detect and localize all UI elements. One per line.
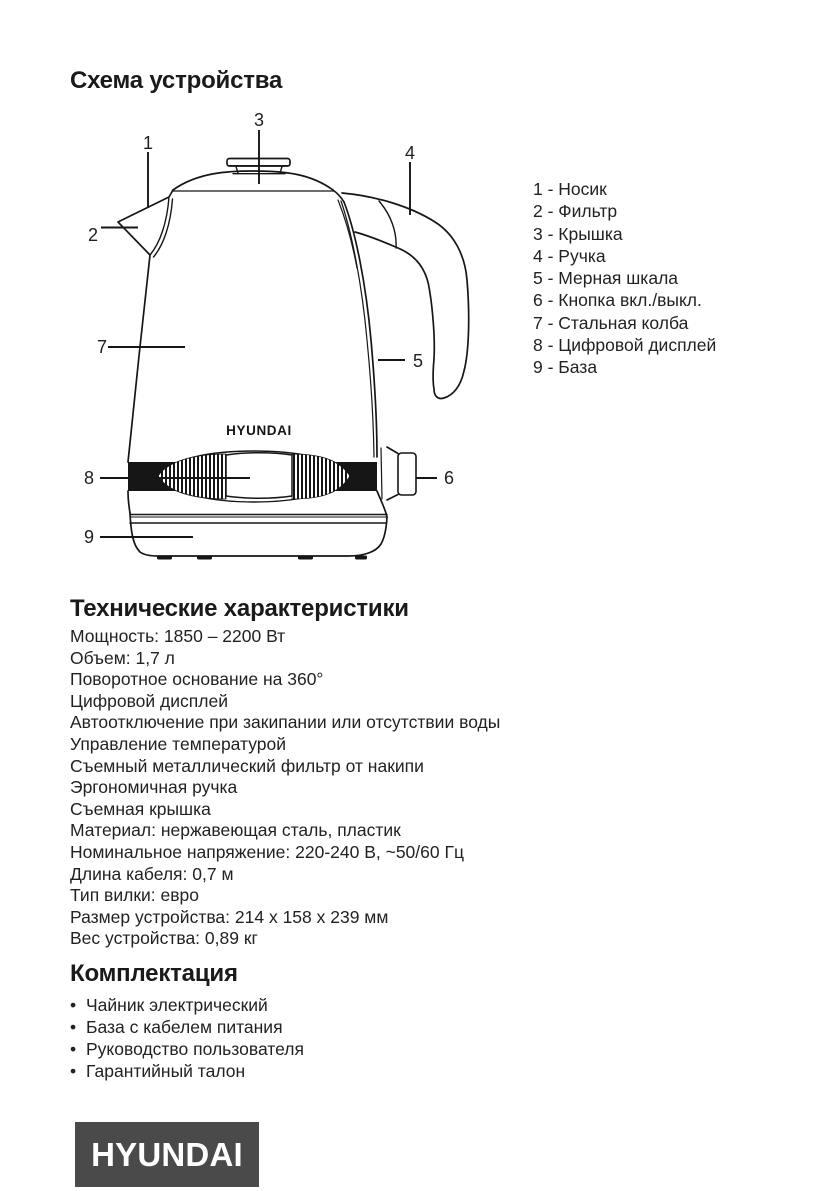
kettle-power-button <box>397 452 417 496</box>
kettle-feet <box>157 555 367 560</box>
spec-line: Материал: нержавеющая сталь, пластик <box>70 820 401 841</box>
callout-numbers: 1 2 3 4 5 6 7 8 9 <box>84 110 454 547</box>
page-title-scheme: Схема устройства <box>70 67 283 94</box>
legend-item: 7 - Стальная колба <box>533 312 689 333</box>
package-item: • Руководство пользователя <box>70 1038 304 1060</box>
callout-8: 8 <box>84 468 94 488</box>
package-item-label: Руководство пользователя <box>86 1039 304 1059</box>
kettle-handle <box>341 192 470 400</box>
kettle-base <box>129 512 388 557</box>
legend-item: 2 - Фильтр <box>533 201 618 222</box>
spec-line: Объем: 1,7 л <box>70 647 175 668</box>
callout-7: 7 <box>97 337 107 357</box>
section-title-specs: Технические характеристики <box>70 595 409 622</box>
bullet-marker: • <box>70 1061 77 1081</box>
spec-line: Автоотключение при закипании или отсутст… <box>70 712 501 733</box>
spec-line: Съемная крышка <box>70 798 211 819</box>
kettle-brand-label: HYUNDAI <box>226 423 292 438</box>
kettle-diagram: HYUNDAI 1 2 3 4 5 6 7 8 9 <box>84 110 470 560</box>
spec-line: Эргономичная ручка <box>70 777 238 798</box>
spec-line: Мощность: 1850 – 2200 Вт <box>70 626 286 646</box>
callout-lines <box>100 130 437 538</box>
kettle-power-button-stem <box>386 446 399 501</box>
spec-line: Поворотное основание на 360° <box>70 669 324 690</box>
kettle-lid-dome <box>172 170 334 191</box>
bullet-marker: • <box>70 1039 77 1059</box>
bullet-marker: • <box>70 995 77 1015</box>
hyundai-logo-text: HYUNDAI <box>91 1135 243 1173</box>
bullet-marker: • <box>70 1017 77 1037</box>
callout-1: 1 <box>143 133 153 153</box>
diagram-legend: 1 - Носик 2 - Фильтр 3 - Крышка 4 - Ручк… <box>533 178 716 379</box>
kettle-display-band <box>128 450 377 503</box>
callout-6: 6 <box>444 468 454 488</box>
legend-item: 3 - Крышка <box>533 223 623 244</box>
spec-line: Вес устройства: 0,89 кг <box>70 928 258 949</box>
callout-4: 4 <box>405 143 415 163</box>
callout-3: 3 <box>254 110 264 130</box>
callout-2: 2 <box>88 225 98 245</box>
package-list: • Чайник электрический • База с кабелем пи… <box>70 994 304 1082</box>
spec-line: Управление температурой <box>70 733 287 754</box>
spec-line: Съемный металлический фильтр от накипи <box>70 755 424 776</box>
package-item: • База с кабелем питания <box>70 1016 304 1038</box>
package-item-label: Гарантийный талон <box>86 1061 246 1081</box>
spec-line: Тип вилки: евро <box>70 885 199 906</box>
legend-item: 5 - Мерная шкала <box>533 268 679 289</box>
legend-item: 8 - Цифровой дисплей <box>533 335 717 356</box>
specs-list: Мощность: 1850 – 2200 Вт Объем: 1,7 л По… <box>70 626 500 950</box>
hyundai-logo: HYUNDAI <box>75 1122 259 1187</box>
package-item: • Чайник электрический <box>70 994 304 1016</box>
legend-item: 1 - Носик <box>533 179 607 199</box>
spec-line: Цифровой дисплей <box>70 690 228 711</box>
legend-item: 4 - Ручка <box>533 245 606 266</box>
legend-item: 9 - База <box>533 357 598 378</box>
kettle-digital-display <box>225 452 293 499</box>
package-item-label: База с кабелем питания <box>86 1017 283 1037</box>
section-title-package: Комплектация <box>70 960 238 987</box>
spec-line: Длина кабеля: 0,7 м <box>70 863 234 884</box>
package-item: • Гарантийный талон <box>70 1060 304 1082</box>
spec-line: Размер устройства: 214 х 158 х 239 мм <box>70 906 389 927</box>
spec-line: Номинальное напряжение: 220-240 В, ~50/6… <box>70 841 464 862</box>
kettle-scale-line <box>343 201 378 458</box>
callout-5: 5 <box>413 351 423 371</box>
package-item-label: Чайник электрический <box>86 995 268 1015</box>
kettle-spout <box>117 189 174 463</box>
legend-item: 6 - Кнопка вкл./выкл. <box>533 290 702 311</box>
callout-9: 9 <box>84 527 94 547</box>
